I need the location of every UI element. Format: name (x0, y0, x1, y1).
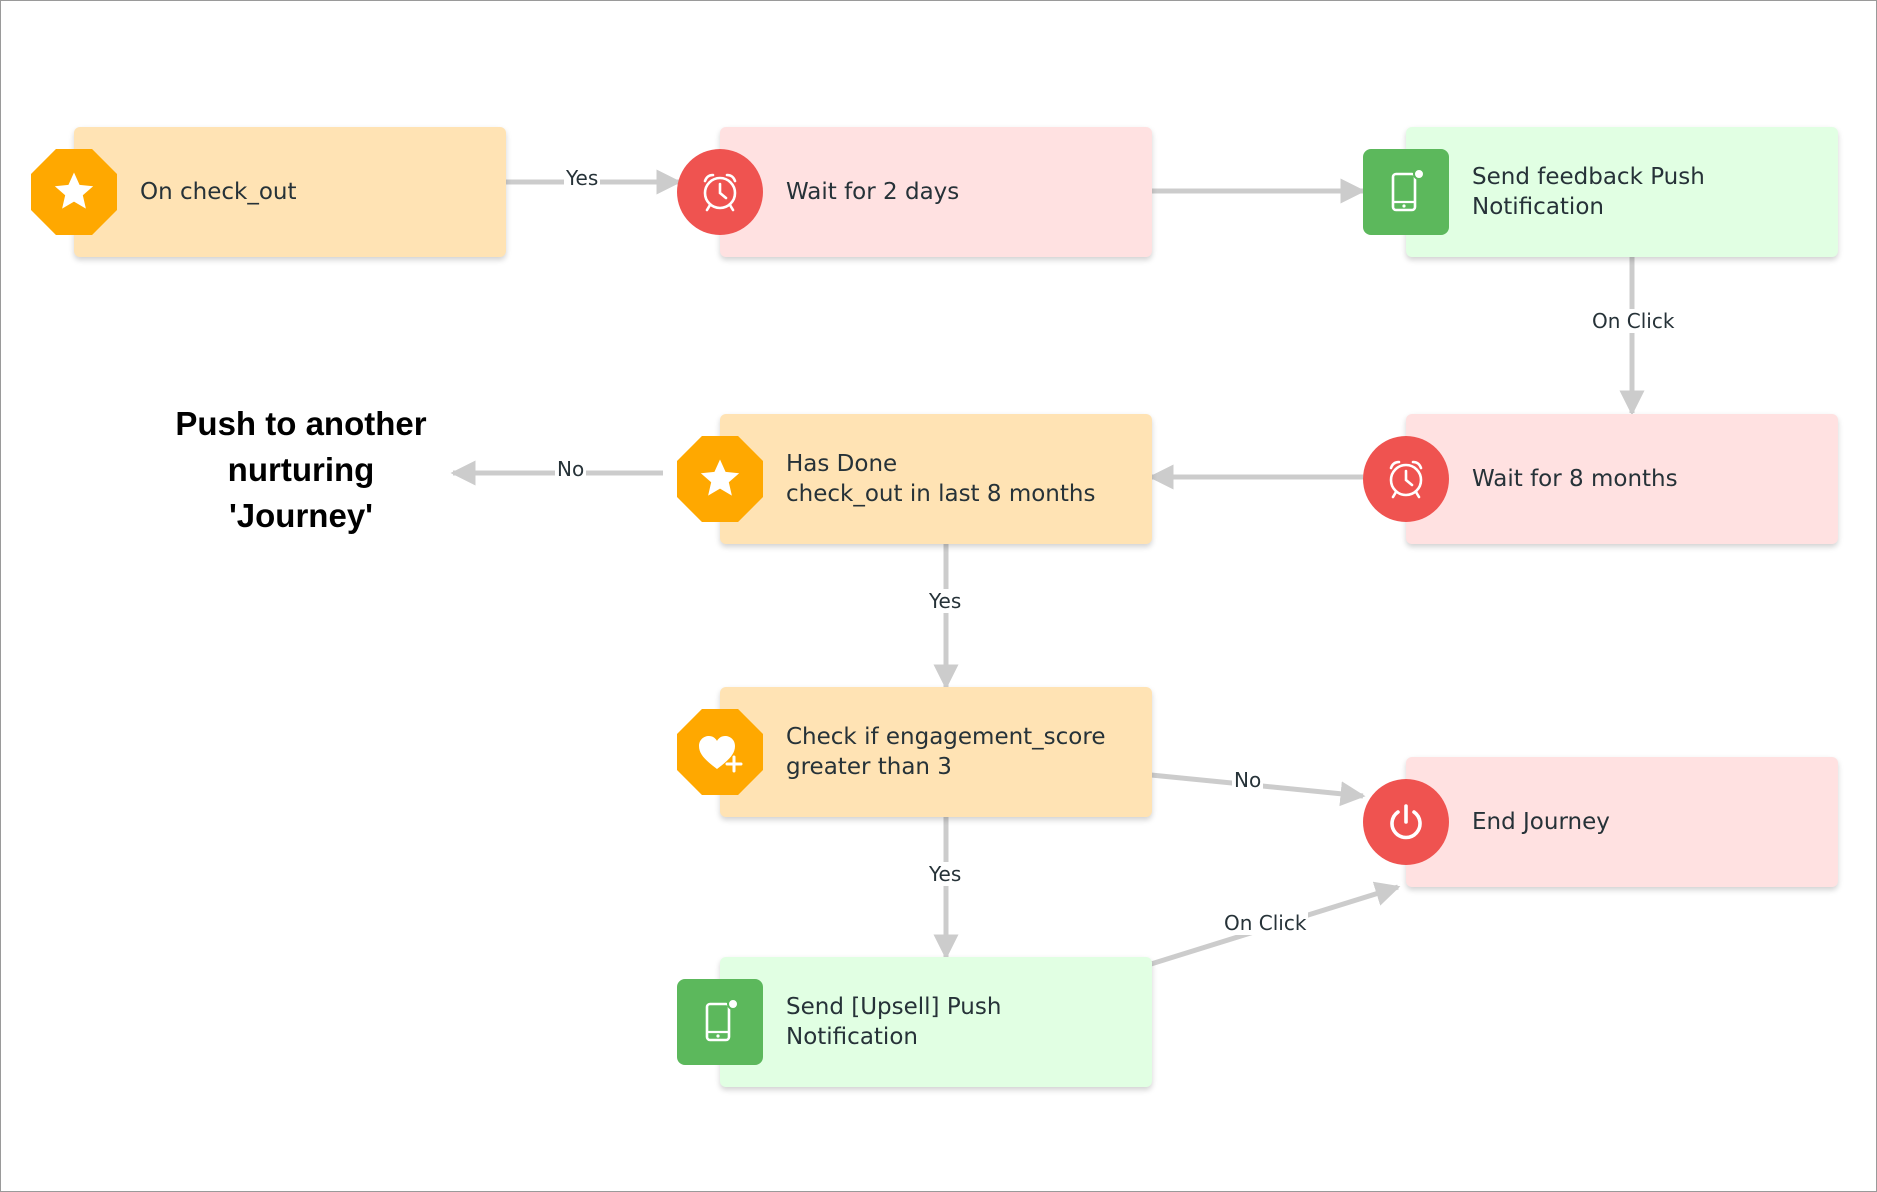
star-icon (31, 149, 117, 235)
mobile-phone-icon (677, 979, 763, 1065)
edge-label-hasdone-yes: Yes (927, 589, 964, 613)
node-on-checkout[interactable]: On check_out (31, 127, 506, 257)
edge-label-check-yes: Yes (927, 862, 964, 886)
edge-label-hasdone-no: No (555, 457, 587, 481)
node-label: Send feedback Push Notification (1472, 164, 1705, 220)
power-icon (1363, 779, 1449, 865)
node-send-upsell[interactable]: Send [Upsell] Push Notification (677, 957, 1152, 1087)
node-wait-2-days[interactable]: Wait for 2 days (677, 127, 1152, 257)
note-push-to-another-journey: Push to another nurturing 'Journey' (175, 405, 427, 534)
node-label: Wait for 8 months (1472, 466, 1678, 492)
node-send-feedback[interactable]: Send feedback Push Notification (1363, 127, 1838, 257)
star-icon (677, 436, 763, 522)
node-label: Check if engagement_score greater than 3 (786, 724, 1106, 780)
node-check-engagement[interactable]: Check if engagement_score greater than 3 (677, 687, 1152, 817)
mobile-phone-icon (1363, 149, 1449, 235)
node-label: Wait for 2 days (786, 179, 960, 205)
heart-plus-icon (677, 709, 763, 795)
alarm-clock-icon (1363, 436, 1449, 522)
node-wait-8-months[interactable]: Wait for 8 months (1363, 414, 1838, 544)
node-label: On check_out (140, 179, 297, 205)
node-label: Send [Upsell] Push Notification (786, 994, 1002, 1050)
edge-label-check-no: No (1232, 768, 1264, 792)
node-label: End Journey (1472, 809, 1610, 835)
alarm-clock-icon (677, 149, 763, 235)
node-end-journey[interactable]: End Journey (1363, 757, 1838, 887)
edge-label-checkout-yes: Yes (564, 166, 601, 190)
node-has-done[interactable]: Has Done check_out in last 8 months (677, 414, 1152, 544)
node-label: Has Done check_out in last 8 months (786, 451, 1096, 507)
edge-label-feedback-onclick: On Click (1590, 309, 1677, 333)
edge-label-upsell-onclick: On Click (1222, 911, 1309, 935)
